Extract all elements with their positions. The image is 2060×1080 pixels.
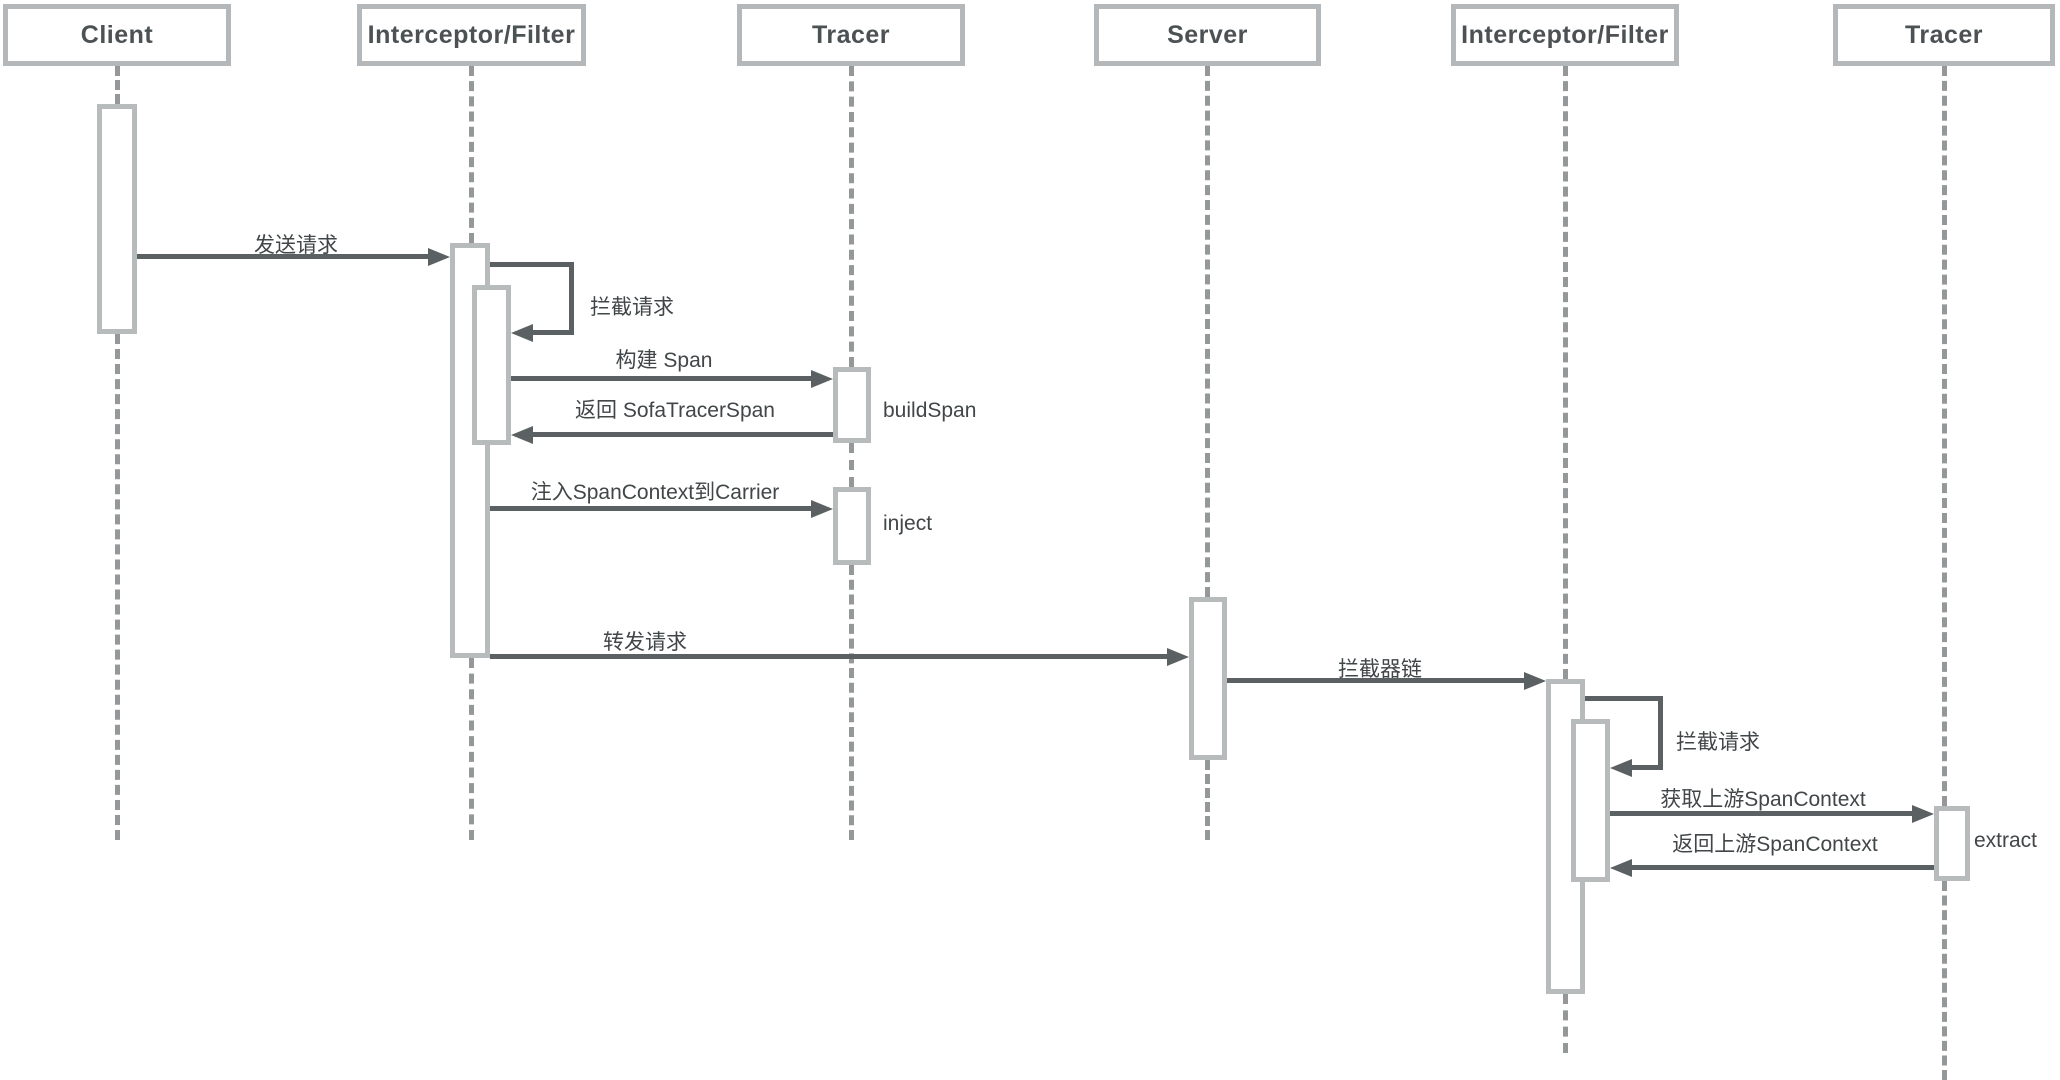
self-call-line (1585, 696, 1663, 701)
arrowhead-icon (1524, 672, 1546, 690)
self-call-line (569, 262, 574, 335)
lifeline-server (1205, 66, 1210, 597)
participant-label: Interceptor/Filter (367, 20, 576, 49)
lifeline-client (115, 66, 120, 104)
message-line (137, 254, 430, 259)
activation-bar-server (1189, 597, 1227, 760)
self-call-line (1658, 696, 1663, 770)
participant-box-tracer-2: Tracer (1833, 4, 2055, 66)
arrowhead-icon (811, 500, 833, 518)
lifeline-interceptor1 (469, 66, 474, 243)
message-label: 返回上游SpanContext (1672, 833, 1878, 856)
participant-label: Tracer (1904, 20, 1984, 49)
participant-box-tracer-1: Tracer (737, 4, 965, 66)
activation-bar-tracer1 (833, 487, 871, 565)
message-label: 发送请求 (254, 234, 338, 257)
arrowhead-icon (511, 324, 533, 342)
participant-label: Client (80, 20, 154, 49)
lifeline-tracer2 (1942, 66, 1947, 806)
message-label: 注入SpanContext到Carrier (530, 481, 780, 504)
lifeline-tracer1 (849, 565, 854, 840)
participant-label: Server (1167, 20, 1248, 49)
activation-bar-interceptor1 (472, 285, 511, 445)
message-line (1610, 811, 1914, 816)
participant-label: Interceptor/Filter (1461, 20, 1669, 49)
message-label: 转发请求 (603, 631, 687, 654)
lifeline-tracer1 (849, 66, 854, 367)
message-label: 返回 SofaTracerSpan (575, 399, 775, 422)
self-call-line (490, 262, 574, 267)
participant-label: Tracer (811, 20, 891, 49)
lifeline-client (115, 334, 120, 840)
activation-bar-interceptor1 (450, 243, 490, 658)
arrowhead-icon (428, 248, 450, 266)
message-label: 构建 Span (615, 349, 713, 372)
message-line (490, 654, 1169, 659)
lifeline-interceptor2 (1563, 994, 1568, 1053)
lifeline-interceptor2 (1563, 66, 1568, 679)
operation-label: inject (883, 512, 933, 535)
lifeline-server (1205, 760, 1210, 840)
lifeline-tracer1 (849, 443, 854, 487)
message-label: 拦截请求 (1676, 731, 1760, 754)
participant-box-interceptor-1: Interceptor/Filter (357, 4, 586, 66)
arrowhead-icon (811, 370, 833, 388)
message-label: 拦截请求 (590, 296, 674, 319)
message-line (531, 432, 833, 437)
activation-bar-tracer1 (833, 367, 871, 443)
self-call-line (531, 330, 574, 335)
operation-label: buildSpan (883, 399, 977, 422)
arrowhead-icon (1610, 859, 1632, 877)
message-line (490, 506, 813, 511)
message-line (511, 376, 813, 381)
arrowhead-icon (511, 426, 533, 444)
arrowhead-icon (1610, 759, 1632, 777)
message-line (1227, 678, 1526, 683)
participant-box-client: Client (3, 4, 231, 66)
message-label: 获取上游SpanContext (1660, 788, 1866, 811)
arrowhead-icon (1167, 648, 1189, 666)
operation-label: extract (1974, 829, 2038, 852)
participant-box-interceptor-2: Interceptor/Filter (1451, 4, 1679, 66)
lifeline-interceptor1 (469, 658, 474, 840)
activation-bar-interceptor2 (1571, 719, 1610, 882)
activation-bar-client (97, 104, 137, 334)
lifeline-tracer2 (1942, 881, 1947, 1080)
message-label: 拦截器链 (1338, 658, 1422, 681)
participant-box-server: Server (1094, 4, 1321, 66)
activation-bar-tracer2 (1934, 806, 1970, 881)
self-call-line (1630, 765, 1663, 770)
message-line (1630, 865, 1934, 870)
arrowhead-icon (1912, 805, 1934, 823)
